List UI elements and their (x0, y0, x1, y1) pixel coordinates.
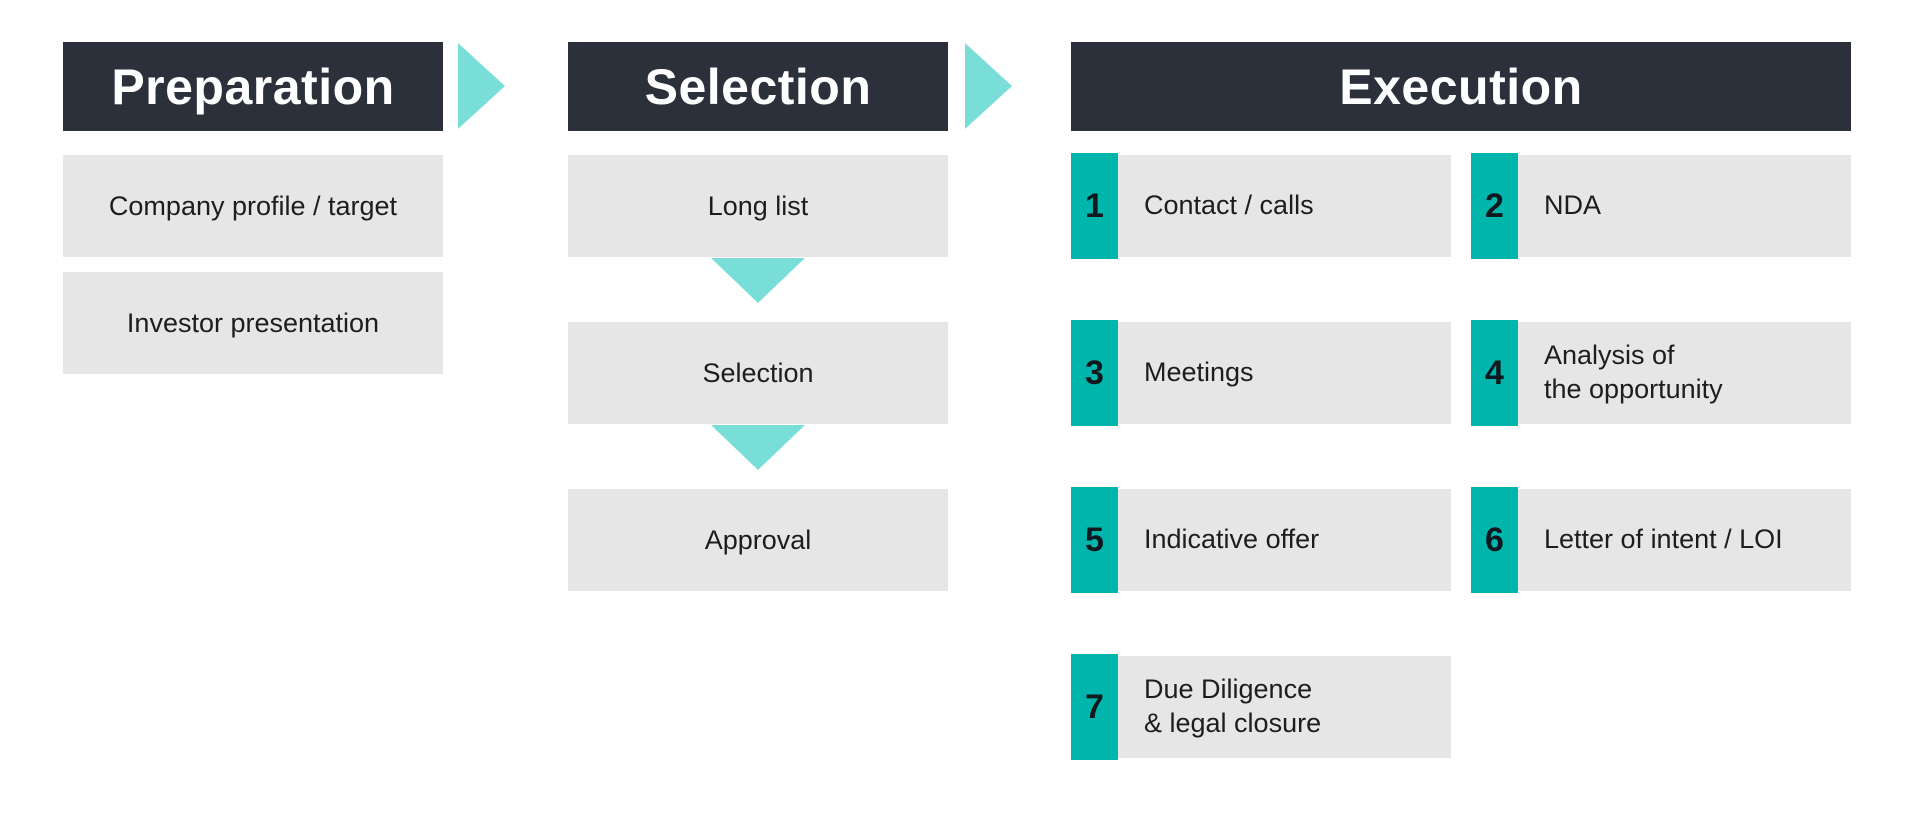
execution-row: 3 Meetings 4 Analysis of the opportunity (1071, 320, 1851, 426)
flow-arrow-right-icon (965, 43, 1012, 129)
step-number-badge: 2 (1471, 153, 1518, 259)
step-box-investor-presentation: Investor presentation (63, 272, 443, 374)
execution-row: 7 Due Diligence & legal closure (1071, 654, 1851, 760)
step-number-badge: 6 (1471, 487, 1518, 593)
step-label: NDA (1518, 155, 1851, 257)
step-box-long-list: Long list (568, 155, 948, 257)
step-label: Meetings (1118, 322, 1451, 424)
step-number-badge: 1 (1071, 153, 1118, 259)
step-number-badge: 3 (1071, 320, 1118, 426)
step-box-company-profile: Company profile / target (63, 155, 443, 257)
step-box-approval: Approval (568, 489, 948, 591)
execution-row: 5 Indicative offer 6 Letter of intent / … (1071, 487, 1851, 593)
step-number-badge: 4 (1471, 320, 1518, 426)
flow-arrow-down-icon (711, 425, 805, 470)
phase-header-execution: Execution (1071, 42, 1851, 131)
step-label: Letter of intent / LOI (1518, 489, 1851, 591)
step-number-badge: 5 (1071, 487, 1118, 593)
step-label: Indicative offer (1118, 489, 1451, 591)
execution-row: 1 Contact / calls 2 NDA (1071, 153, 1851, 259)
step-label: Contact / calls (1118, 155, 1451, 257)
step-number-badge: 7 (1071, 654, 1118, 760)
step-label: Due Diligence & legal closure (1118, 656, 1451, 758)
flow-arrow-down-icon (711, 258, 805, 303)
phase-header-preparation: Preparation (63, 42, 443, 131)
step-label: Analysis of the opportunity (1518, 322, 1851, 424)
step-box-selection: Selection (568, 322, 948, 424)
phase-header-selection: Selection (568, 42, 948, 131)
flow-arrow-right-icon (458, 43, 505, 129)
